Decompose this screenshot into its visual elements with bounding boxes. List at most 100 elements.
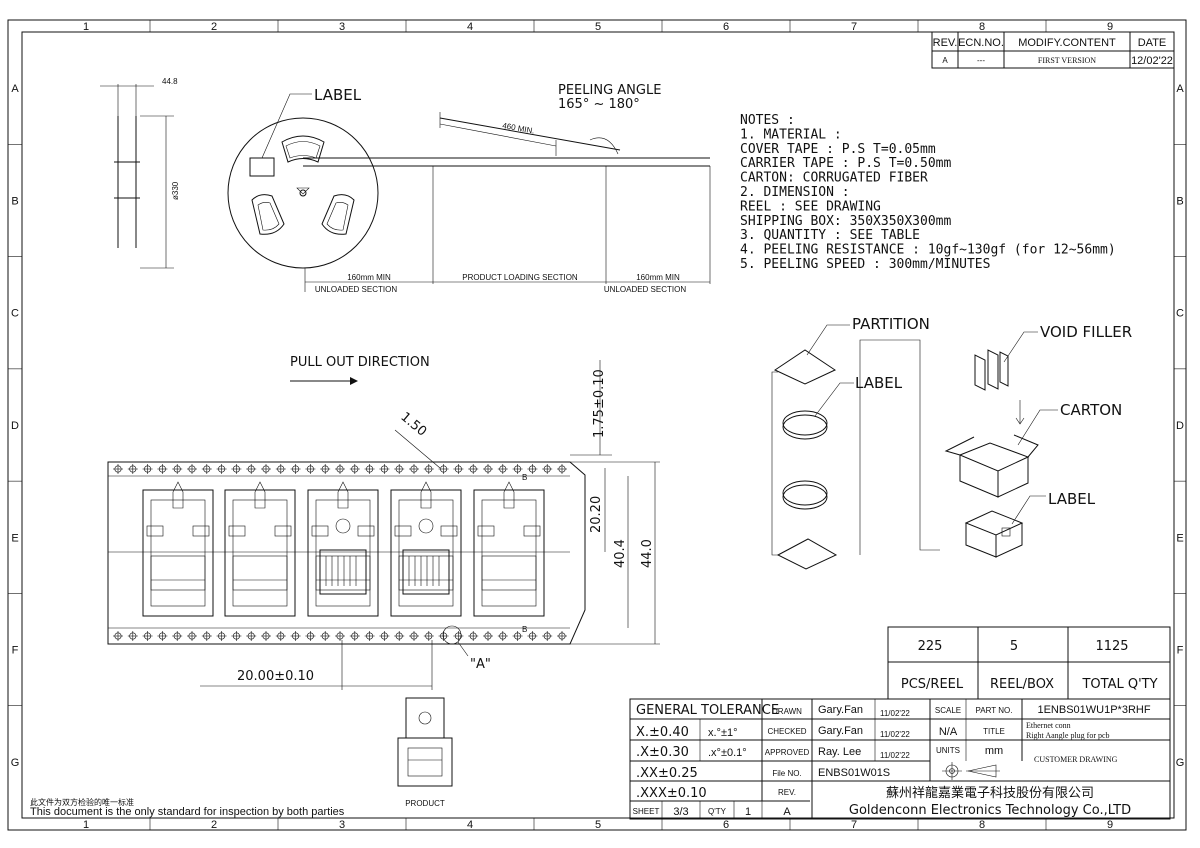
- tol-xxx: .XX±0.25: [636, 766, 698, 781]
- sheet-inner-border: [21, 31, 1175, 819]
- col-label-bottom: 7: [851, 819, 857, 831]
- fileno-label: File NO.: [772, 769, 801, 778]
- tol-x: X.±0.40: [636, 725, 689, 740]
- label-total: TOTAL Q'TY: [1081, 677, 1157, 692]
- row-label-right: A: [1176, 83, 1184, 95]
- dim-440: 44.0: [640, 539, 655, 568]
- sprocket-holes: [113, 464, 567, 641]
- tol-xx: .X±0.30: [636, 745, 689, 760]
- reel-front-view: LABEL 160mm MIN UNLOADED SECTION PRODUCT…: [227, 83, 711, 294]
- qty-total: 1125: [1095, 639, 1128, 654]
- col-label-bottom: 4: [467, 819, 473, 831]
- carrier-tape: PULL OUT DIRECTION 1.75±0.10 20.20 40.4 …: [107, 355, 660, 690]
- section-1-top: 160mm MIN: [347, 273, 391, 282]
- date-header: DATE: [1138, 37, 1167, 49]
- box-label: LABEL: [1048, 490, 1096, 508]
- reel-stack-1: [782, 410, 828, 436]
- units-label: UNITS: [936, 746, 960, 755]
- reel-diameter-dim: ø330: [171, 181, 180, 200]
- col-label-top: 1: [83, 21, 89, 33]
- section-3-bottom: UNLOADED SECTION: [604, 285, 686, 294]
- peeling-angle-value: 165° ~ 180°: [558, 97, 640, 112]
- ecn-header: ECN.NO.: [958, 37, 1004, 49]
- row-label-right: E: [1176, 532, 1183, 544]
- section-2-top: PRODUCT LOADING SECTION: [462, 273, 578, 282]
- approved-date: 11/02'22: [880, 751, 910, 760]
- footer-note-en: This document is the only standard for i…: [30, 806, 345, 818]
- quantity-table: 225 5 1125 PCS/REEL REEL/BOX TOTAL Q'TY: [887, 626, 1171, 700]
- row-label-right: D: [1176, 420, 1184, 432]
- col-label-bottom: 2: [211, 819, 217, 831]
- peel-min-length: 460 MIN.: [502, 121, 536, 136]
- checked-name: Gary.Fan: [818, 725, 863, 737]
- drawn-name: Gary.Fan: [818, 704, 863, 716]
- modify-value: FIRST VERSION: [1038, 56, 1096, 65]
- col-label-top: 4: [467, 21, 473, 33]
- col-label-bottom: 1: [83, 819, 89, 831]
- carton-box: [944, 434, 1039, 498]
- note-line: NOTES :: [740, 113, 795, 128]
- dim-pitch: 20.00±0.10: [237, 669, 314, 684]
- detail-a-label: "A": [470, 657, 491, 672]
- tape-pocket: [142, 481, 214, 617]
- dim-2020: 20.20: [589, 496, 604, 533]
- product-caption: PRODUCT: [405, 799, 445, 808]
- reel-label-text-2: LABEL: [855, 374, 903, 392]
- label-reel-box: REEL/BOX: [990, 677, 1054, 692]
- col-label-top: 2: [211, 21, 217, 33]
- col-label-bottom: 8: [979, 819, 985, 831]
- partno-value: 1ENBS01WU1P*3RHF: [1037, 704, 1150, 716]
- note-line: SHIPPING BOX: 350X350X300mm: [740, 214, 951, 229]
- row-label-left: F: [12, 645, 19, 657]
- tape-pocket: [390, 481, 462, 617]
- qty-label: Q'TY: [708, 807, 727, 816]
- packing-diagram: PARTITION LABEL VOID FILLER CARTON LABEL: [771, 315, 1132, 570]
- revision-table: REV. ECN.NO. MODIFY.CONTENT DATE A --- F…: [931, 31, 1175, 69]
- partno-label: PART NO.: [976, 706, 1013, 715]
- sheet-label: SHEET: [633, 807, 660, 816]
- col-label-bottom: 6: [723, 819, 729, 831]
- carton-label: CARTON: [1060, 401, 1122, 419]
- section-mark-top: B: [522, 473, 527, 482]
- title-value-1: Ethernet conn: [1026, 721, 1071, 730]
- tol-xxxx: .XXX±0.10: [636, 786, 707, 801]
- col-label-top: 3: [339, 21, 345, 33]
- partition-sheet-bottom: [776, 538, 838, 570]
- tol-xx-angle: .x°±0.1°: [708, 747, 747, 759]
- col-label-bottom: 9: [1107, 819, 1113, 831]
- col-label-top: 7: [851, 21, 857, 33]
- note-line: REEL : SEE DRAWING: [740, 199, 881, 214]
- col-label-top: 8: [979, 21, 985, 33]
- tol-x-angle: x.°±1°: [708, 727, 738, 739]
- modify-header: MODIFY.CONTENT: [1018, 37, 1116, 49]
- fileno-value: ENBS01W01S: [818, 767, 890, 779]
- pull-out-direction: PULL OUT DIRECTION: [290, 355, 430, 370]
- product-view: PRODUCT: [397, 697, 453, 808]
- note-line: 3. QUANTITY : SEE TABLE: [740, 228, 920, 243]
- reel-width-dim: 44.8: [162, 77, 178, 86]
- tape-pocket: [224, 481, 296, 617]
- notes-block: NOTES :1. MATERIAL : COVER TAPE : P.S T=…: [740, 113, 1116, 272]
- scale-label: SCALE: [935, 706, 961, 715]
- row-label-right: G: [1176, 757, 1185, 769]
- rev-header: REV.: [933, 37, 958, 49]
- detail-a-circle: [442, 625, 462, 645]
- checked-label: CHECKED: [767, 727, 806, 736]
- col-label-bottom: 3: [339, 819, 345, 831]
- title-label: TITLE: [983, 727, 1005, 736]
- rev-label: REV.: [778, 788, 796, 797]
- row-label-left: E: [11, 532, 18, 544]
- partition-label: PARTITION: [852, 315, 930, 333]
- row-label-left: A: [11, 83, 19, 95]
- section-mark-bottom: B: [522, 625, 527, 634]
- row-label-right: B: [1176, 195, 1183, 207]
- void-filler-shape: [974, 349, 1009, 391]
- note-line: 5. PEELING SPEED : 300mm/MINUTES: [740, 257, 990, 272]
- drawn-date: 11/02'22: [880, 709, 910, 718]
- col-label-bottom: 5: [595, 819, 601, 831]
- title-block: GENERAL TOLERANCE X.±0.40 x.°±1° .X±0.30…: [629, 698, 1171, 820]
- note-line: 1. MATERIAL :: [740, 127, 842, 142]
